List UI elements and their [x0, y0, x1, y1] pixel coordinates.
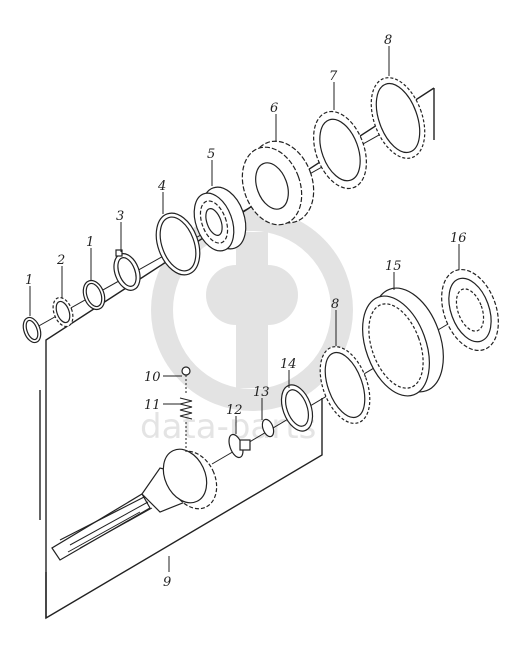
label-part-1-right: 1: [86, 235, 94, 250]
label-part-10: 10: [144, 370, 161, 385]
part-11-spring: [179, 397, 193, 452]
label-part-1-left: 1: [25, 273, 33, 288]
lower-frame-line: [45, 398, 323, 620]
label-part-14: 14: [280, 357, 297, 372]
watermark-logo: [151, 209, 353, 411]
part-3-snap-ring: [113, 249, 141, 291]
part-16-synchro-hub: [441, 268, 499, 352]
part-7-synchro-ring: [313, 110, 367, 190]
label-part-9: 9: [163, 575, 171, 590]
part-8-blocking-ring-upper: [370, 77, 426, 159]
label-part-4: 4: [157, 179, 166, 194]
label-part-8-upper: 8: [384, 33, 392, 48]
part-13-circlip: [261, 418, 275, 438]
label-part-15: 15: [385, 259, 402, 274]
part-1-ring-left: [22, 316, 42, 344]
part-12-thrust-washer: [228, 433, 251, 459]
label-part-6: 6: [270, 101, 278, 116]
label-part-11: 11: [144, 398, 161, 413]
part-6-gear: [241, 140, 315, 226]
part-8-blocking-ring-lower: [319, 346, 371, 424]
part-15-sliding-sleeve: [362, 287, 444, 397]
label-part-12: 12: [226, 403, 243, 418]
label-part-3: 3: [116, 209, 124, 224]
part-1-ring-right: [82, 279, 106, 311]
part-10-ball: [181, 366, 191, 395]
label-part-13: 13: [253, 385, 270, 400]
part-2-washer: [52, 296, 74, 328]
label-part-7: 7: [329, 69, 338, 84]
label-part-5: 5: [207, 147, 215, 162]
leader-lines: [29, 46, 460, 572]
part-4-spacer-ring: [155, 212, 201, 276]
part-9-input-shaft: [51, 448, 237, 561]
label-part-16: 16: [450, 231, 467, 246]
label-part-8-lower: 8: [331, 297, 339, 312]
part-5-bearing: [193, 186, 247, 252]
label-part-2: 2: [56, 253, 65, 268]
part-14-ring: [280, 384, 314, 432]
